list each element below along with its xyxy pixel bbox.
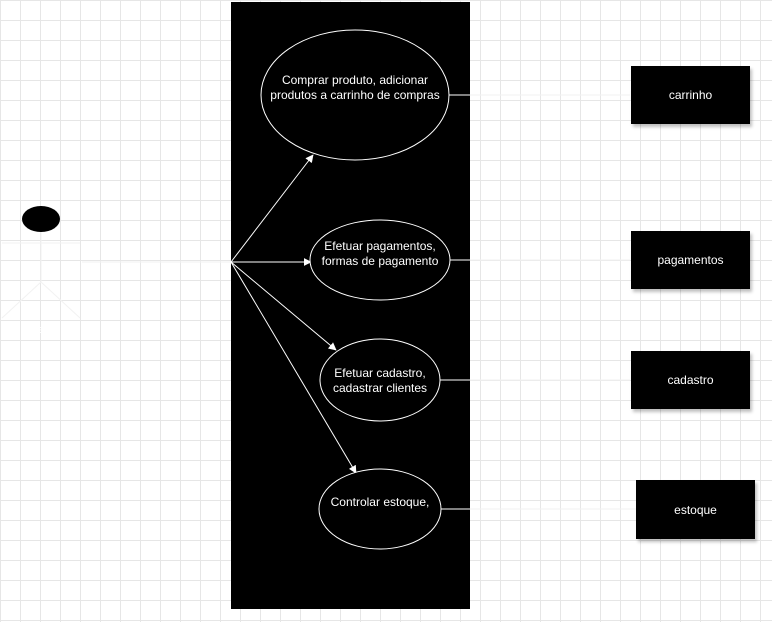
external-box-estoque[interactable]: estoque <box>636 480 755 539</box>
actor-label: Cliente <box>24 324 58 336</box>
use-case-label-line: cadastrar clientes <box>333 381 427 395</box>
arrow-to-uc1 <box>230 154 314 263</box>
use-case-label-line: Controlar estoque, <box>331 495 430 509</box>
actor[interactable]: Cliente <box>1 206 81 336</box>
use-case-label-line: Efetuar cadastro, <box>334 366 425 380</box>
external-box-label: carrinho <box>668 88 713 102</box>
use-case-2[interactable]: Efetuar pagamentos, formas de pagamento <box>309 219 451 301</box>
external-box-label: cadastro <box>667 373 714 387</box>
arrow-to-uc3 <box>230 261 337 351</box>
external-box-pagamentos[interactable]: pagamentos <box>631 231 750 289</box>
actor-head <box>22 206 60 232</box>
actor-right-leg <box>40 281 81 319</box>
use-case-label-line: Comprar produto, adicionar <box>282 73 428 87</box>
use-case-3[interactable]: Efetuar cadastro, cadastrar clientes <box>319 338 441 422</box>
use-case-ellipse <box>319 338 441 422</box>
actor-left-leg <box>1 281 42 319</box>
external-box-label: estoque <box>674 502 717 517</box>
external-box-carrinho[interactable]: carrinho <box>631 66 750 124</box>
use-case-label-line: formas de pagamento <box>322 254 439 268</box>
use-case-1[interactable]: Comprar produto, adicionar produtos a ca… <box>260 29 450 161</box>
external-box-cadastro[interactable]: cadastro <box>631 351 750 409</box>
use-case-4[interactable]: Controlar estoque, <box>318 468 442 550</box>
external-box-label: pagamentos <box>657 253 724 267</box>
use-case-label-line: Efetuar pagamentos, <box>324 239 435 253</box>
arrow-to-uc4 <box>230 261 357 474</box>
use-case-label-line: produtos a carrinho de compras <box>270 88 439 102</box>
use-case-ellipse <box>318 468 442 550</box>
